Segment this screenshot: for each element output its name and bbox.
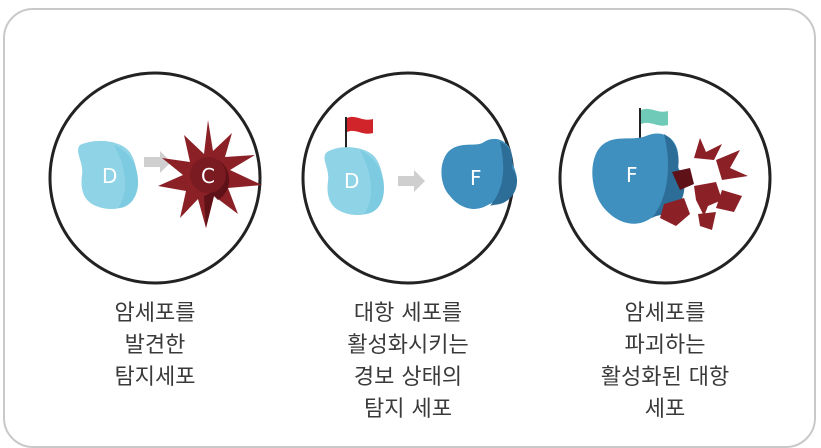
cancer-cell-core [190, 157, 226, 193]
arrow-right-icon [144, 151, 171, 173]
diagram-canvas: D C D F F [48, 71, 772, 285]
caption-line: 암세포를 [114, 301, 196, 326]
cancer-fragment [716, 150, 748, 180]
counter-cell [441, 138, 518, 209]
panel-1: D C [48, 71, 262, 285]
cancer-fragment [694, 182, 722, 216]
panel-3-caption: 암세포를 파괴하는 활성화된 대항 세포 [540, 298, 790, 426]
arrow-right-icon [398, 170, 425, 192]
cancer-fragment [672, 168, 694, 190]
counter-cell-shade [490, 142, 517, 206]
panel-1-caption: 암세포를 발견한 탐지세포 [30, 298, 280, 394]
counter-cell [592, 133, 684, 224]
caption-line: 대항 세포를 [353, 301, 463, 326]
caption-line: 파괴하는 [624, 333, 706, 358]
panel-2-caption: 대항 세포를 활성화시키는 경보 상태의 탐지 세포 [283, 298, 533, 426]
detector-cell-shade [114, 145, 139, 208]
detector-cell-shade [360, 150, 384, 214]
cancer-fragment [698, 212, 716, 230]
teal-flag-icon [641, 108, 668, 126]
caption-line: 탐지세포 [114, 365, 196, 390]
cancer-fragment [660, 198, 690, 226]
detector-cell-label: D [344, 169, 359, 193]
caption-line: 암세포를 [624, 301, 706, 326]
detector-cell-label: D [102, 164, 117, 188]
caption-line: 활성화된 대항 [600, 365, 730, 390]
counter-cell-label: F [470, 166, 482, 190]
caption-line: 발견한 [124, 333, 186, 358]
panel-3: F [558, 71, 772, 285]
panel-2: D F [301, 71, 518, 285]
counter-cell-label: F [626, 163, 638, 187]
cancer-cell-label: C [201, 164, 215, 188]
caption-line: 경보 상태의 [353, 365, 463, 390]
caption-line: 세포 [644, 397, 686, 422]
red-flag-icon [347, 116, 373, 134]
cancer-fragment [694, 138, 722, 160]
caption-line: 활성화시키는 [347, 333, 469, 358]
cancer-fragment [716, 190, 742, 212]
counter-cell-shade [652, 134, 685, 218]
caption-line: 탐지 세포 [364, 397, 452, 422]
